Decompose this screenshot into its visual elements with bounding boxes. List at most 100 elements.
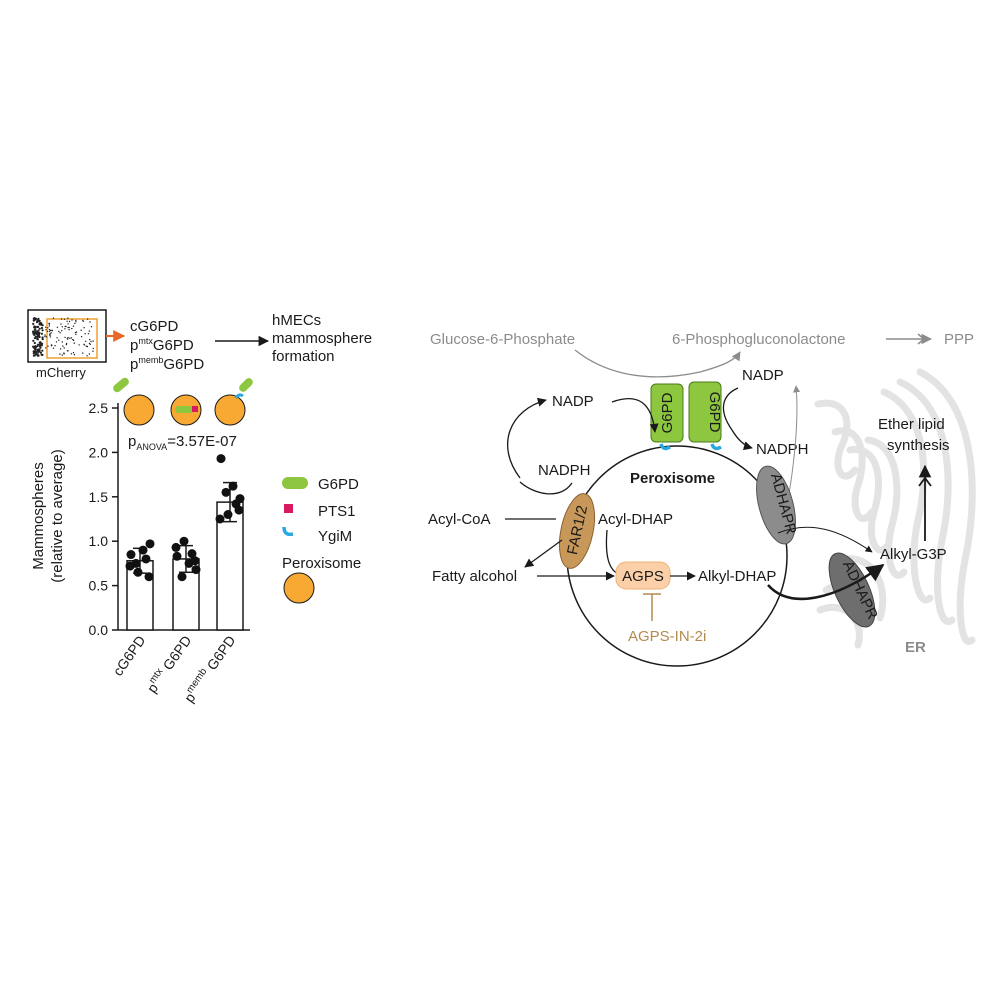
facs-event-dot bbox=[56, 326, 59, 328]
facs-event-dot bbox=[86, 355, 88, 357]
facs-event-dot bbox=[66, 338, 68, 340]
facs-event-dot bbox=[82, 320, 85, 322]
facs-event-dot bbox=[64, 328, 66, 330]
red-square-icon bbox=[284, 504, 293, 513]
free-g6pd-icon bbox=[113, 377, 129, 393]
facs-event-dot bbox=[73, 354, 76, 356]
facs-event-dot bbox=[36, 319, 39, 322]
alkyl-dhap-label: Alkyl-DHAP bbox=[698, 568, 776, 585]
facs-event-dot bbox=[49, 329, 52, 332]
facs-event-dot bbox=[40, 353, 43, 356]
facs-event-dot bbox=[32, 319, 35, 322]
peroxisome-icon-1 bbox=[123, 394, 155, 426]
facs-event-dot bbox=[45, 336, 48, 338]
facs-event-dot bbox=[44, 335, 46, 338]
facs-event-dot bbox=[36, 337, 39, 340]
facs-event-dot bbox=[67, 326, 69, 329]
facs-event-dot bbox=[39, 346, 42, 349]
facs-event-dot bbox=[67, 350, 69, 352]
ether-lipid-line2: synthesis bbox=[887, 437, 950, 454]
facs-event-dot bbox=[80, 329, 82, 331]
nadph-right: NADPH bbox=[756, 441, 809, 458]
facs-event-dot bbox=[61, 341, 63, 343]
legend-pts1: PTS1 bbox=[318, 503, 356, 520]
facs-event-dot bbox=[46, 330, 49, 333]
facs-event-dot bbox=[41, 349, 44, 352]
facs-event-dot bbox=[54, 345, 56, 347]
facs-event-dot bbox=[34, 330, 37, 333]
facs-event-dot bbox=[83, 343, 85, 345]
facs-event-dot bbox=[72, 352, 75, 354]
data-point bbox=[133, 567, 143, 577]
facs-event-dot bbox=[50, 332, 52, 334]
nadph-recycle-arrow bbox=[507, 397, 547, 479]
data-point bbox=[126, 550, 136, 560]
facs-event-dot bbox=[70, 353, 73, 355]
facs-event-dot bbox=[41, 338, 44, 341]
facs-event-dot bbox=[86, 345, 89, 348]
facs-event-dot bbox=[58, 339, 60, 341]
facs-event-dot bbox=[33, 351, 36, 354]
facs-event-dot bbox=[34, 325, 37, 329]
matrix-g6pd-icon bbox=[175, 406, 193, 413]
facs-event-dot bbox=[38, 335, 41, 339]
facs-event-dot bbox=[63, 352, 65, 354]
facs-event-dot bbox=[48, 330, 51, 333]
agps-enzyme: AGPS bbox=[615, 561, 671, 590]
data-point bbox=[172, 551, 182, 561]
facs-event-dot bbox=[49, 336, 52, 338]
ygim-anchor-1-icon bbox=[659, 443, 671, 451]
facs-event-dot bbox=[75, 319, 77, 322]
facs-event-dot bbox=[41, 329, 44, 332]
data-point bbox=[187, 549, 197, 559]
facs-event-dot bbox=[65, 325, 67, 328]
data-point bbox=[216, 454, 226, 464]
facs-event-dot bbox=[47, 345, 49, 347]
g6p-label: Glucose-6-Phosphate bbox=[430, 331, 575, 348]
adhapr1-to-alkyl-g3p-arrow bbox=[777, 526, 873, 553]
facs-event-dot bbox=[37, 329, 40, 332]
acyl-dhap-label: Acyl-DHAP bbox=[598, 511, 673, 528]
acyl-coa-label: Acyl-CoA bbox=[428, 511, 491, 528]
outcome-line1: hMECs bbox=[272, 312, 321, 329]
facs-event-dot bbox=[83, 327, 85, 329]
membrane-g6pd-icon bbox=[239, 378, 253, 392]
construct-cg6pd: cG6PD bbox=[130, 318, 179, 335]
facs-event-dot bbox=[70, 337, 73, 339]
construct-list: cG6PD pmtxG6PD pmembG6PD hMECs mammosphe… bbox=[130, 312, 372, 373]
facs-event-dot bbox=[92, 347, 95, 350]
nadph-left: NADPH bbox=[538, 462, 591, 479]
data-point bbox=[221, 487, 231, 497]
facs-event-dot bbox=[72, 339, 75, 342]
facs-event-dot bbox=[56, 337, 58, 339]
facs-event-dot bbox=[92, 340, 94, 342]
facs-event-dot bbox=[67, 323, 69, 325]
data-point bbox=[145, 539, 155, 549]
facs-event-dot bbox=[92, 350, 94, 352]
facs-event-dot bbox=[88, 330, 91, 332]
facs-event-dot bbox=[32, 331, 35, 334]
y-tick-label: 0.0 bbox=[89, 622, 109, 638]
g6pd-enzyme-2: G6PD bbox=[688, 381, 723, 451]
ppp-label: PPP bbox=[944, 331, 974, 348]
far-enzyme: FAR1/2 bbox=[558, 493, 596, 569]
legend-g6pd: G6PD bbox=[318, 476, 359, 493]
facs-event-dot bbox=[31, 345, 35, 348]
facs-event-dot bbox=[39, 343, 42, 346]
facs-event-dot bbox=[48, 334, 51, 336]
adhapr2-to-alkyl-g3p-arrow bbox=[767, 563, 885, 600]
facs-event-dot bbox=[47, 327, 49, 329]
legend-peroxisome: Peroxisome bbox=[282, 555, 361, 572]
facs-event-dot bbox=[61, 330, 63, 332]
facs-axis-label: mCherry bbox=[36, 365, 86, 380]
facs-event-dot bbox=[60, 318, 63, 320]
facs-event-dot bbox=[72, 325, 75, 327]
facs-event-dot bbox=[52, 317, 55, 319]
facs-event-dot bbox=[59, 353, 61, 355]
facs-event-dot bbox=[48, 322, 50, 325]
facs-event-dot bbox=[33, 337, 37, 340]
facs-event-dot bbox=[41, 336, 44, 339]
facs-event-dot bbox=[40, 344, 43, 347]
facs-event-dot bbox=[39, 341, 42, 344]
